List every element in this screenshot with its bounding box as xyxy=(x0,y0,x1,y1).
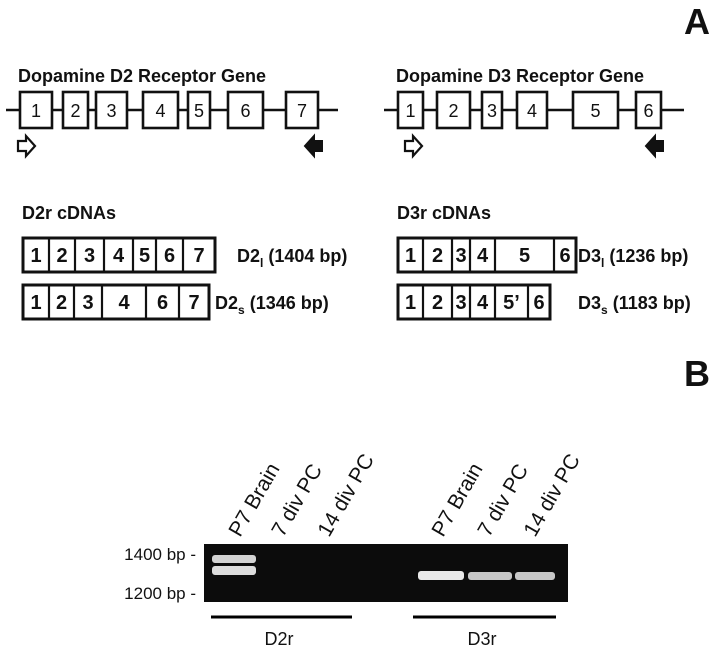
d2-exon-label: 1 xyxy=(31,101,41,121)
panel-label-b: B xyxy=(684,353,710,394)
d2-exon-label: 6 xyxy=(240,101,250,121)
d3-short-segment-label: 1 xyxy=(405,292,416,314)
band-d3-14div xyxy=(515,572,555,580)
marker-1200: 1200 bp - xyxy=(124,584,196,603)
d3-exon-label: 2 xyxy=(448,101,458,121)
d2-exon-3: 3 xyxy=(96,92,127,128)
d2-short-segment-label: 3 xyxy=(82,292,93,314)
d3-long-size: (1236 bp) xyxy=(604,246,688,266)
d2-exon-label: 7 xyxy=(297,101,307,121)
d3-reverse-primer-arrow xyxy=(646,136,663,156)
marker-1400: 1400 bp - xyxy=(124,545,196,564)
d2-short-segment-label: 2 xyxy=(56,292,67,314)
lane-label-3: 14 div PC xyxy=(313,450,378,540)
d3-gene-diagram: Dopamine D3 Receptor Gene 1 2 3 4 5 6 xyxy=(384,66,684,156)
d3r-group-label: D3r xyxy=(467,629,496,649)
d2-short-segment-label: 6 xyxy=(157,292,168,314)
arrow-right-outline-icon xyxy=(18,136,35,156)
d2-long-segment-label: 6 xyxy=(164,245,175,267)
d2-forward-primer-arrow xyxy=(18,136,35,156)
d3-exon-label: 4 xyxy=(527,101,537,121)
d3-exon-6: 6 xyxy=(636,92,661,128)
d2-exon-6: 6 xyxy=(228,92,263,128)
d3-exon-5: 5 xyxy=(573,92,618,128)
d3-forward-primer-arrow xyxy=(405,136,422,156)
d2-exon-1: 1 xyxy=(20,92,52,128)
d2-short-segment-label: 1 xyxy=(30,292,41,314)
gel-image xyxy=(204,544,568,602)
band-d2-p7-1300 xyxy=(212,566,256,575)
d2-long-segment-label: 7 xyxy=(193,245,204,267)
d2-short-label: D2s (1346 bp) xyxy=(215,293,329,317)
d2-short-segment-label: 4 xyxy=(118,292,130,314)
d2-short-segment-label: 7 xyxy=(188,292,199,314)
d2-short-name: D2 xyxy=(215,293,238,313)
d3-long-label: D3l (1236 bp) xyxy=(578,246,688,270)
d3-long-segment-label: 2 xyxy=(432,245,443,267)
d2-long-segment-label: 4 xyxy=(113,245,125,267)
d3-short-size: (1183 bp) xyxy=(608,293,691,313)
d2-gene-title: Dopamine D2 Receptor Gene xyxy=(18,66,266,86)
d2-exon-label: 3 xyxy=(106,101,116,121)
arrow-right-outline-icon xyxy=(405,136,422,156)
d3-exon-4: 4 xyxy=(517,92,547,128)
d2-short-size: (1346 bp) xyxy=(245,293,329,313)
panel-label-a: A xyxy=(684,1,710,42)
d3-exon-label: 5 xyxy=(590,101,600,121)
d3-gene-title: Dopamine D3 Receptor Gene xyxy=(396,66,644,86)
d2-long-segment-label: 2 xyxy=(56,245,67,267)
d2-exon-label: 2 xyxy=(70,101,80,121)
d2-reverse-primer-arrow xyxy=(305,136,322,156)
d2-exon-5: 5 xyxy=(188,92,210,128)
arrow-left-filled-icon xyxy=(646,136,663,156)
d2-exon-label: 4 xyxy=(155,101,165,121)
band-d2-p7-1400 xyxy=(212,555,256,563)
d2-exon-label: 5 xyxy=(194,101,204,121)
d3-exon-1: 1 xyxy=(398,92,423,128)
d3-long-segment-label: 1 xyxy=(405,245,416,267)
d3-exon-label: 1 xyxy=(405,101,415,121)
d2r-group-label: D2r xyxy=(264,629,293,649)
d2-long-label: D2l (1404 bp) xyxy=(237,246,347,270)
d2-exon-7: 7 xyxy=(286,92,318,128)
band-d3-7div xyxy=(468,572,512,580)
d3-exon-3: 3 xyxy=(482,92,502,128)
d2-long-size: (1404 bp) xyxy=(263,246,347,266)
d3-long-segment-label: 5 xyxy=(519,245,530,267)
d3-short-name: D3 xyxy=(578,293,601,313)
d3-exon-2: 2 xyxy=(437,92,470,128)
band-d3-p7 xyxy=(418,571,464,580)
d3-short-segment-label: 2 xyxy=(432,292,443,314)
arrow-left-filled-icon xyxy=(305,136,322,156)
d3-long-segment-label: 4 xyxy=(477,245,489,267)
d2-gene-diagram: Dopamine D2 Receptor Gene 1 2 3 4 5 6 7 xyxy=(6,66,338,156)
d3-short-segment-label: 3 xyxy=(455,292,466,314)
d3-short-segment-label: 5’ xyxy=(503,292,520,314)
d3-short-segment-label: 4 xyxy=(477,292,489,314)
d2r-cdnas-heading: D2r cDNAs xyxy=(22,203,116,223)
d3-short-segment-label: 6 xyxy=(533,292,544,314)
lane-label-6: 14 div PC xyxy=(519,450,584,540)
d3r-cdnas-heading: D3r cDNAs xyxy=(397,203,491,223)
d3-exon-label: 3 xyxy=(487,101,497,121)
d2-long-name: D2 xyxy=(237,246,260,266)
d2-long-segment-label: 1 xyxy=(30,245,41,267)
d3-exon-label: 6 xyxy=(643,101,653,121)
d2-long-segment-label: 5 xyxy=(139,245,150,267)
d2-long-segment-label: 3 xyxy=(84,245,95,267)
d3-short-label: D3s (1183 bp) xyxy=(578,293,691,317)
d2-exon-4: 4 xyxy=(143,92,178,128)
d3-long-segment-label: 6 xyxy=(559,245,570,267)
d3-long-segment-label: 3 xyxy=(455,245,466,267)
d3-long-name: D3 xyxy=(578,246,601,266)
d3-short-cdna: 1234 5’ 6 xyxy=(398,285,550,319)
d2-exon-2: 2 xyxy=(63,92,88,128)
